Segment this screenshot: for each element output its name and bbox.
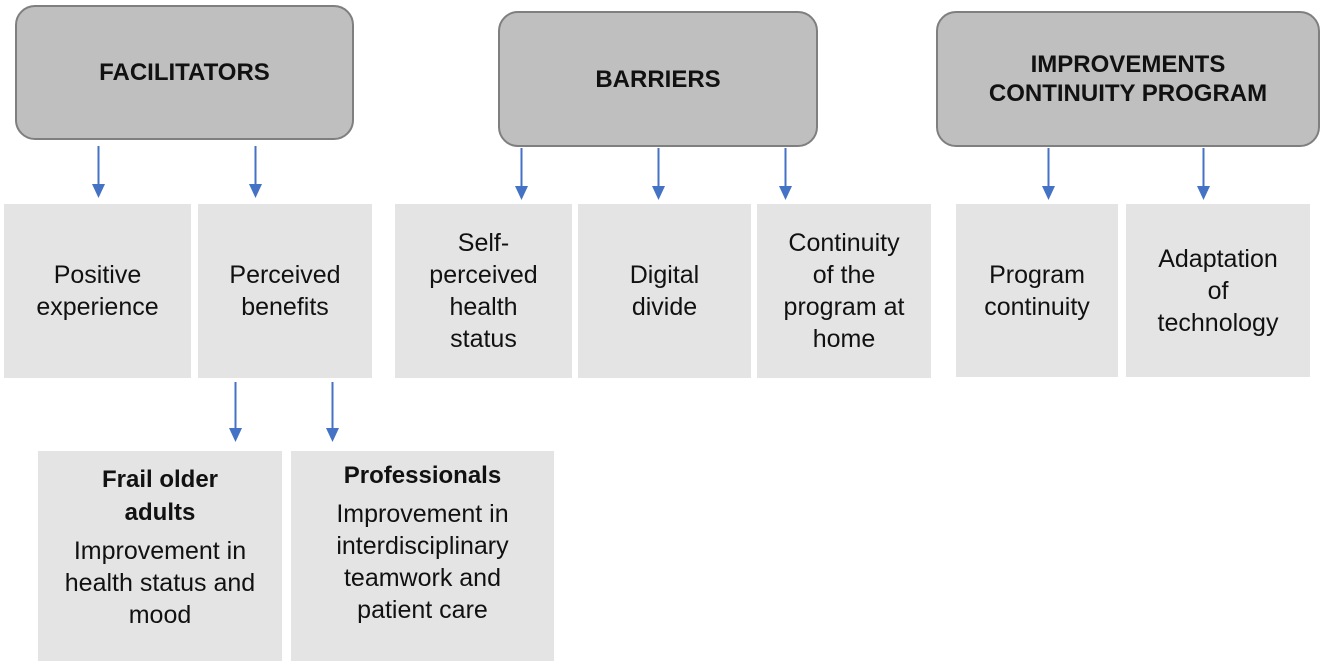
digital-divide-line1: Digital <box>629 261 700 289</box>
continuity-at-home-line1: Continuity <box>788 229 900 257</box>
facilitators-header: FACILITATORS <box>15 5 354 140</box>
professionals-detail-line1: Improvement in <box>336 500 509 528</box>
adaptation-of-technology-box: Adaptation of technology <box>1126 204 1310 377</box>
self-perceived-health-box: Self- perceived health status <box>395 204 572 378</box>
perceived-benefits-line1: Perceived <box>229 261 341 289</box>
improvements-header-label-line2: CONTINUITY PROGRAM <box>988 80 1268 107</box>
self-perceived-health-line4: status <box>450 325 517 353</box>
perceived-benefits-box: Perceived benefits <box>198 204 372 378</box>
adaptation-of-technology-line2: of <box>1207 276 1229 305</box>
digital-divide-line2: divide <box>631 293 698 321</box>
digital-divide-box: Digital divide <box>578 204 751 378</box>
program-continuity-line2: continuity <box>984 292 1090 321</box>
program-continuity-line1: Program <box>989 260 1085 289</box>
professionals-title: Professionals <box>343 462 502 489</box>
frail-older-adults-title: Frail older adults <box>102 463 218 529</box>
arrow-improvements-adaptation <box>1197 148 1210 200</box>
continuity-at-home-box: Continuity of the program at home <box>757 204 931 378</box>
frail-older-adults-detail: Improvement in health status and mood <box>65 535 255 631</box>
frail-older-adults-detail-line3: mood <box>128 601 192 629</box>
arrow-benefits-professionals <box>326 382 339 442</box>
arrow-benefits-older-adults <box>229 382 242 442</box>
arrow-facilitators-benefits <box>249 146 262 198</box>
professionals-box: Professionals Improvement in interdiscip… <box>291 451 554 661</box>
arrow-facilitators-positive <box>92 146 105 198</box>
perceived-benefits-line2: benefits <box>241 293 329 321</box>
positive-experience-box: Positive experience <box>4 204 191 378</box>
positive-experience-line2: experience <box>36 293 159 321</box>
continuity-at-home-line4: home <box>812 325 876 353</box>
frail-older-adults-detail-line1: Improvement in <box>73 537 247 565</box>
barriers-header: BARRIERS <box>498 11 818 147</box>
program-continuity-box: Program continuity <box>956 204 1118 377</box>
professionals-detail: Improvement in interdisciplinary teamwor… <box>336 498 508 626</box>
professionals-detail-line2: interdisciplinary <box>336 532 509 560</box>
frail-older-adults-detail-line2: health status and <box>64 569 256 597</box>
professionals-detail-line3: teamwork and <box>343 564 501 592</box>
continuity-at-home-line3: program at <box>783 293 905 321</box>
adaptation-of-technology-line3: technology <box>1157 308 1279 337</box>
self-perceived-health-line1: Self- <box>457 229 510 257</box>
frail-older-adults-box: Frail older adults Improvement in health… <box>38 451 282 661</box>
continuity-at-home-line2: of the <box>812 261 876 289</box>
self-perceived-health-line2: perceived <box>429 261 538 289</box>
barriers-header-label: BARRIERS <box>595 65 721 93</box>
adaptation-of-technology-line1: Adaptation <box>1158 244 1278 273</box>
improvements-header: IMPROVEMENTS CONTINUITY PROGRAM <box>936 11 1320 147</box>
arrow-barriers-continuity <box>779 148 792 200</box>
arrow-barriers-health <box>515 148 528 200</box>
arrow-barriers-digital <box>652 148 665 200</box>
arrow-improvements-program <box>1042 148 1055 200</box>
improvements-header-label-line1: IMPROVEMENTS <box>1030 51 1226 78</box>
positive-experience-line1: Positive <box>53 261 142 289</box>
professionals-detail-line4: patient care <box>357 596 488 624</box>
frail-older-adults-title-line1: Frail older <box>101 466 219 493</box>
self-perceived-health-line3: health <box>449 293 518 321</box>
frail-older-adults-title-line2: adults <box>124 499 196 526</box>
facilitators-header-label: FACILITATORS <box>99 59 270 86</box>
